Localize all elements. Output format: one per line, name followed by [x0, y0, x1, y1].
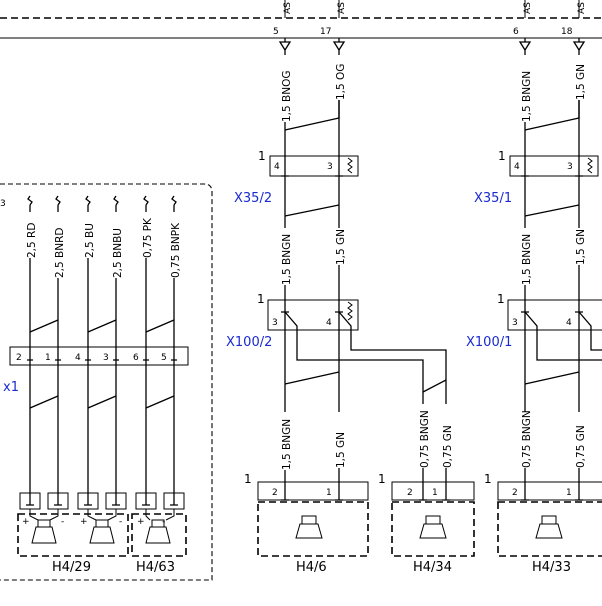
speaker-icon [89, 519, 115, 544]
upper-wires [284, 50, 580, 158]
polarity-plus: + [80, 517, 88, 527]
device-label: H4/6 [296, 560, 327, 575]
connector-ref: X35/1 [474, 191, 512, 206]
device-label: H4/29 [52, 560, 91, 575]
wire-label: 0,75 GN [442, 425, 454, 468]
pin-number: 3 [567, 162, 573, 172]
wire-label: 1,5 BNGN [521, 71, 533, 122]
connector-ref: X100/2 [226, 335, 272, 350]
pin-number: 4 [514, 162, 520, 172]
pin-number: 3 [327, 162, 333, 172]
connector-number: 1 [497, 292, 505, 306]
device-label: H4/34 [413, 560, 452, 575]
pin-number: 4 [566, 318, 572, 328]
pin-number: 4 [75, 353, 81, 363]
connector-ref: x1 [3, 380, 19, 395]
bus-pin: 17 [320, 27, 331, 37]
pin-number: 3 [103, 353, 109, 363]
wire-label: 2,5 RD [26, 223, 38, 258]
pin-number: 2 [272, 488, 278, 498]
polarity-minus: - [61, 517, 64, 527]
top-bus: AS AS AS AS 5 17 6 18 [0, 0, 602, 52]
polarity-plus: + [22, 517, 30, 527]
wire-label: 2,5 BNBU [112, 228, 124, 278]
connector-number: 1 [498, 149, 506, 163]
wire-label: 1,5 BNGN [281, 419, 293, 470]
connector-x100-2: 1 3 4 X100/2 [226, 292, 359, 350]
wire-label: 1,5 GN [575, 64, 587, 100]
speaker-icon [31, 519, 57, 544]
wire-label: 0,75 PK [142, 217, 154, 258]
wire-label: 0,75 BNGN [521, 410, 533, 468]
connector-x100-1: 1 3 4 X100/1 [466, 292, 602, 350]
device-h4-33: 1 2 1 H4/33 [484, 472, 602, 575]
wire-label: 2,5 BU [84, 223, 96, 258]
terminal-arrow [518, 41, 532, 52]
device-number: 1 [484, 472, 492, 486]
wire-label: 0,75 BNGN [419, 410, 431, 468]
bus-tag: AS [577, 2, 587, 14]
bus-pin: 6 [513, 27, 519, 37]
wire-label: 1,5 BNOG [281, 71, 293, 123]
pin-number: 1 [326, 488, 332, 498]
pin-number: 4 [274, 162, 280, 172]
bus-pin: 18 [561, 27, 573, 37]
terminal-arrow [278, 41, 292, 52]
pin-number: 1 [432, 488, 438, 498]
speaker-icon [295, 515, 323, 539]
pin-number: 2 [512, 488, 518, 498]
device-label: H4/63 [136, 560, 175, 575]
pin-number: 1 [566, 488, 572, 498]
bus-tag: AS [337, 2, 347, 14]
branch-wires [284, 311, 602, 412]
connector-ref: X35/2 [234, 191, 272, 206]
pin-number: 2 [16, 353, 22, 363]
pin-number: 2 [407, 488, 413, 498]
device-h4-6: 1 2 1 H4/6 [244, 472, 369, 575]
speaker-icon [535, 515, 563, 539]
wire-label: 2,5 BNRD [54, 228, 66, 278]
pin-number: 1 [45, 353, 51, 363]
pin-number: 5 [161, 353, 167, 363]
bus-pin: 5 [273, 27, 279, 37]
speaker-icon [419, 515, 447, 539]
device-number: 1 [244, 472, 252, 486]
bus-tag: AS [283, 2, 293, 14]
polarity-plus: + [137, 517, 145, 527]
wire-label: 1,5 OG [335, 64, 347, 100]
terminal-arrow [572, 41, 586, 52]
device-h4-34: 1 2 1 H4/34 [378, 472, 475, 575]
wire-label: 1,5 GN [335, 432, 347, 468]
connector-x35-1: 1 4 3 X35/1 [474, 149, 599, 206]
pin-number: 3 [512, 318, 518, 328]
middle-wires [284, 176, 580, 304]
connector-number: 1 [258, 149, 266, 163]
module-label: 3 [0, 199, 6, 209]
wire-label: 1,5 BNGN [521, 234, 533, 285]
bus-tag: AS [523, 2, 533, 14]
connector-number: 1 [257, 292, 265, 306]
device-number: 1 [378, 472, 386, 486]
pin-number: 6 [133, 353, 139, 363]
left-module: 3 2,5 RD 2,5 BNRD 2,5 BU 2,5 BNBU 0,75 P… [0, 183, 213, 581]
polarity-minus: - [119, 517, 122, 527]
pin-number: 4 [326, 318, 332, 328]
wire-label: 1,5 GN [335, 229, 347, 265]
connector-ref: X100/1 [466, 335, 512, 350]
device-label: H4/33 [532, 560, 571, 575]
pin-number: 3 [272, 318, 278, 328]
wire-label: 1,5 BNGN [281, 234, 293, 285]
wire-label: 0,75 GN [575, 425, 587, 468]
wire-label: 0,75 BNPK [170, 222, 182, 278]
wire-label: 1,5 GN [575, 229, 587, 265]
terminal-arrow [332, 41, 346, 52]
speaker-icon [145, 519, 171, 544]
